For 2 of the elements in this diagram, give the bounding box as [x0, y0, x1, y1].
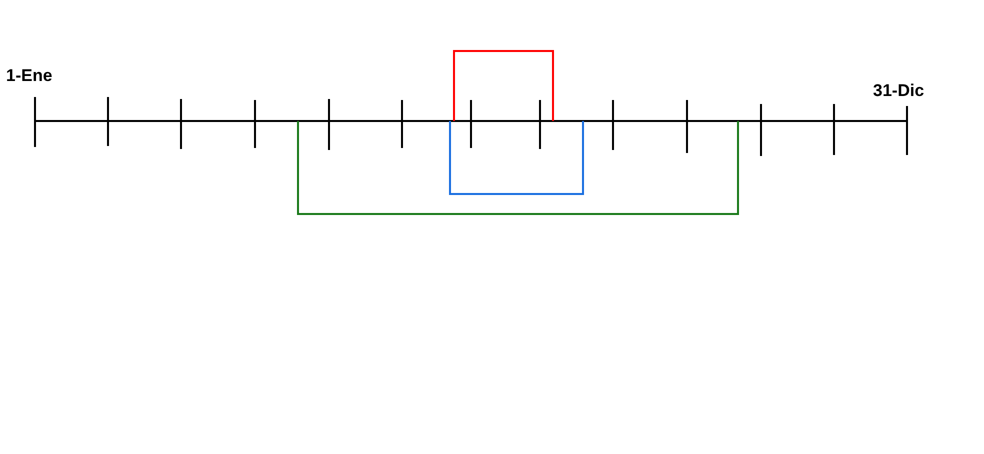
date-label: 31-Dic	[873, 81, 924, 101]
date-label: 1-Ene	[6, 66, 52, 86]
